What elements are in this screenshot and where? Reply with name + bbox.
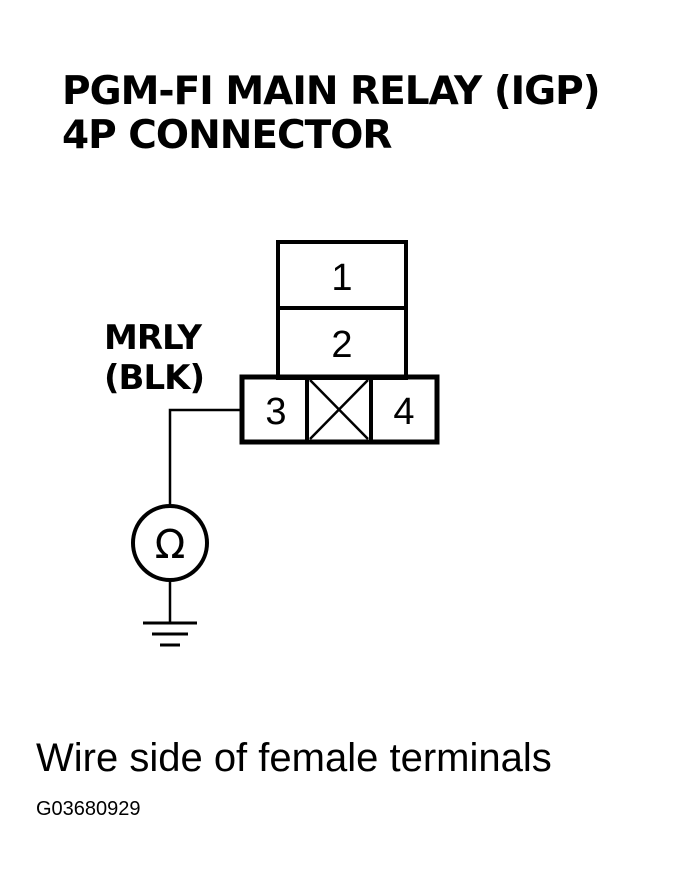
terminal-3-label: 3 — [265, 391, 286, 433]
ground-icon — [143, 621, 197, 647]
wire-color: (BLK) — [104, 358, 205, 398]
diagram-caption: Wire side of female terminals — [36, 736, 552, 780]
diagram-title: PGM-FI MAIN RELAY (IGP) 4P CONNECTOR — [62, 69, 601, 158]
title-line-1: PGM-FI MAIN RELAY (IGP) — [62, 69, 601, 114]
terminal-4-label: 4 — [393, 391, 414, 433]
ohmmeter-icon: Ω — [131, 504, 209, 582]
figure-id: G03680929 — [36, 798, 141, 820]
wire-label: MRLY (BLK) — [104, 318, 205, 398]
terminal-1-label: 1 — [331, 257, 352, 299]
unused-cavity-x-mark — [309, 379, 369, 440]
title-line-2: 4P CONNECTOR — [62, 113, 392, 158]
test-lead-wire — [168, 408, 244, 508]
ohm-symbol: Ω — [155, 522, 186, 568]
wire-name: MRLY — [104, 318, 202, 358]
terminal-2-label: 2 — [331, 324, 352, 366]
